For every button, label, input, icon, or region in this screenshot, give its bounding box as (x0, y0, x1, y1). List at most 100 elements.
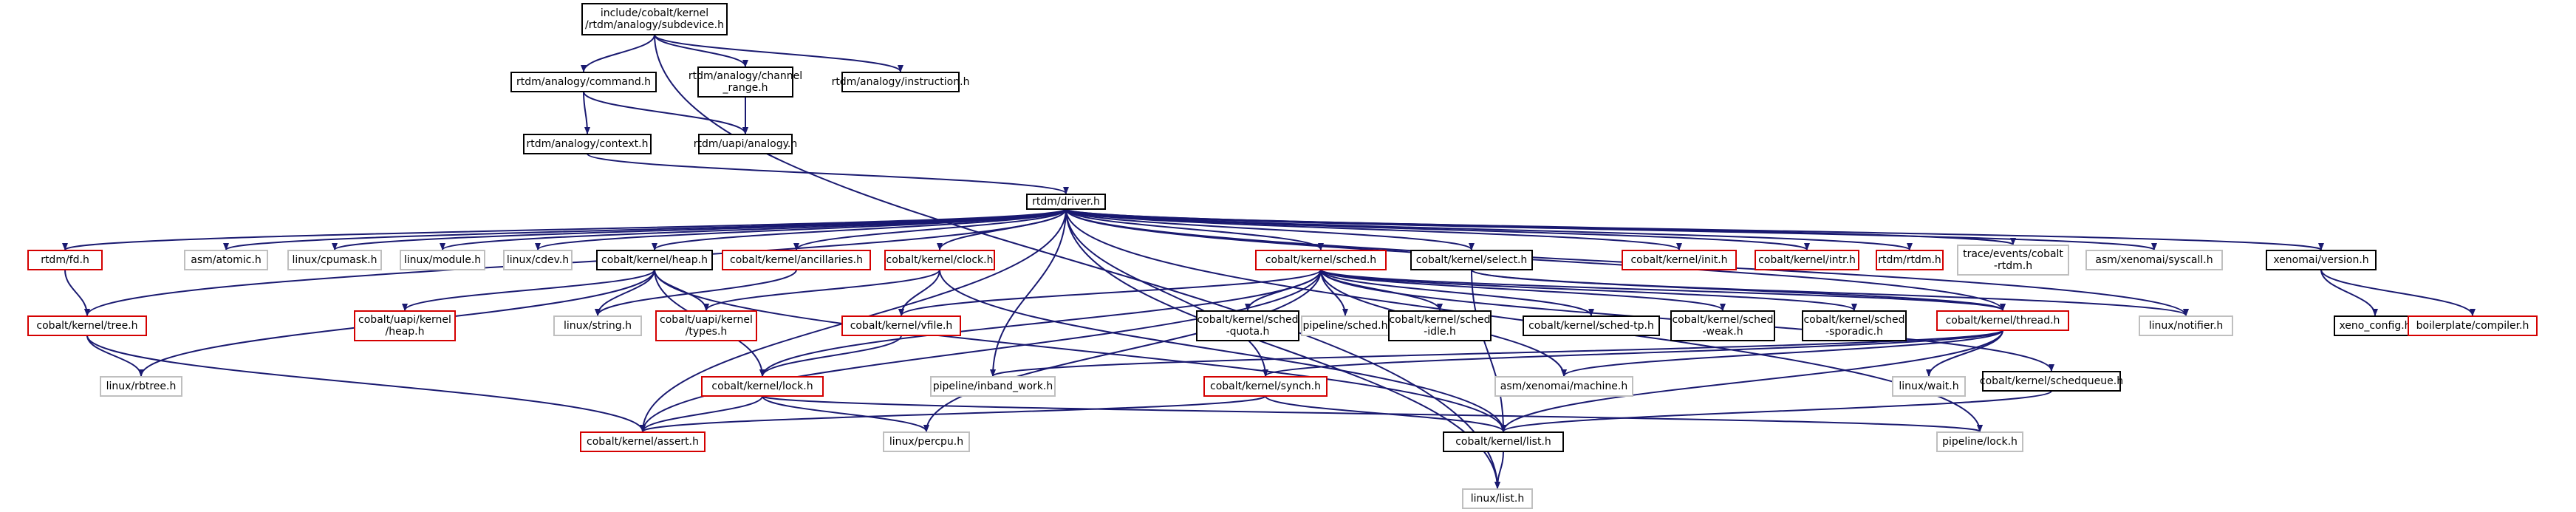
node-box (1255, 250, 1387, 270)
node-heap[interactable]: cobalt/kernel/heap.h (596, 250, 713, 270)
node-clock[interactable]: cobalt/kernel/clock.h (884, 250, 995, 270)
node-box (655, 310, 757, 341)
node-label: include/cobalt/kernel (601, 7, 708, 19)
node-tp[interactable]: cobalt/kernel/sched-tp.h (1523, 315, 1660, 336)
node-uapi_heap[interactable]: cobalt/uapi/kernel/heap.h (354, 310, 456, 341)
node-box (553, 315, 642, 336)
node-weak[interactable]: cobalt/kernel/sched-weak.h (1670, 310, 1775, 341)
node-box (698, 134, 793, 154)
node-cpumask[interactable]: linux/cpumask.h (287, 250, 382, 270)
node-box (27, 250, 103, 270)
node-label: cobalt/kernel/sched (1389, 314, 1490, 326)
node-label: /rtdm/analogy/subdevice.h (585, 19, 724, 31)
edge-command-to-uapi_analogy (583, 91, 748, 134)
node-cdev[interactable]: linux/cdev.h (503, 250, 573, 270)
node-machine[interactable]: asm/xenomai/machine.h (1494, 376, 1633, 397)
node-box (523, 134, 652, 154)
node-trace_rtdm[interactable]: trace/events/cobalt-rtdm.h (1957, 245, 2069, 276)
node-label: _range.h (722, 82, 768, 94)
node-label: cobalt/kernel/sched (1672, 314, 1773, 326)
node-context[interactable]: rtdm/analogy/context.h (523, 134, 652, 154)
node-schedqueue[interactable]: cobalt/kernel/schedqueue.h (1980, 371, 2123, 392)
edge-lock-to-percpu (762, 395, 929, 432)
node-linux_list[interactable]: linux/list.h (1462, 488, 1533, 509)
node-string[interactable]: linux/string.h (553, 315, 642, 336)
node-syscall[interactable]: asm/xenomai/syscall.h (2085, 250, 2223, 270)
node-box (841, 315, 961, 336)
node-quota[interactable]: cobalt/kernel/sched-quota.h (1196, 310, 1299, 341)
node-label: -weak.h (1702, 326, 1743, 338)
node-intr[interactable]: cobalt/kernel/intr.h (1755, 250, 1859, 270)
node-box (1388, 310, 1492, 341)
node-wait[interactable]: linux/wait.h (1892, 376, 1966, 397)
node-box (510, 72, 657, 92)
node-label: cobalt/kernel/sched.h (1265, 254, 1376, 266)
node-command[interactable]: rtdm/analogy/command.h (510, 72, 657, 92)
header-nodes: include/cobalt/kernel/rtdm/analogy/subde… (27, 3, 2538, 509)
node-box (1026, 194, 1106, 210)
node-instruction[interactable]: rtdm/analogy/instruction.h (832, 72, 970, 92)
node-box (1494, 376, 1633, 397)
node-label: cobalt/kernel/clock.h (886, 254, 994, 266)
node-sporadic[interactable]: cobalt/kernel/sched-sporadic.h (1802, 310, 1907, 341)
node-label: rtdm/analogy/command.h (516, 76, 651, 88)
node-rbtree[interactable]: linux/rbtree.h (100, 376, 182, 397)
node-compiler[interactable]: boilerplate/compiler.h (2408, 315, 2538, 336)
node-notifier[interactable]: linux/notifier.h (2139, 315, 2233, 336)
node-box (1196, 310, 1299, 341)
node-select[interactable]: cobalt/kernel/select.h (1410, 250, 1533, 270)
edge-ancillaries-to-string (595, 269, 797, 316)
node-box (1802, 310, 1907, 341)
node-box (1622, 250, 1737, 270)
node-atomic[interactable]: asm/atomic.h (184, 250, 268, 270)
node-lock[interactable]: cobalt/kernel/lock.h (701, 376, 824, 397)
node-box (1876, 250, 1944, 270)
node-label: pipeline/lock.h (1942, 436, 2018, 448)
edge-root-to-channel_range (654, 34, 748, 67)
node-vfile[interactable]: cobalt/kernel/vfile.h (841, 315, 961, 336)
node-inband_work[interactable]: pipeline/inband_work.h (930, 376, 1056, 397)
node-uapi_analogy[interactable]: rtdm/uapi/analogy.h (694, 134, 797, 154)
node-init[interactable]: cobalt/kernel/init.h (1622, 250, 1737, 270)
node-thread[interactable]: cobalt/kernel/thread.h (1936, 310, 2069, 331)
node-pipeline_lock[interactable]: pipeline/lock.h (1936, 431, 2023, 452)
node-percpu[interactable]: linux/percpu.h (883, 431, 970, 452)
node-channel_range[interactable]: rtdm/analogy/channel_range.h (689, 66, 802, 98)
node-box (287, 250, 382, 270)
node-fd[interactable]: rtdm/fd.h (27, 250, 103, 270)
node-list_cobalt[interactable]: cobalt/kernel/list.h (1443, 431, 1564, 452)
node-pipeline_sched[interactable]: pipeline/sched.h (1301, 315, 1390, 336)
node-uapi_types[interactable]: cobalt/uapi/kernel/types.h (655, 310, 757, 341)
edge-sched-to-assert (640, 269, 1322, 432)
node-assert[interactable]: cobalt/kernel/assert.h (580, 431, 706, 452)
node-ancillaries[interactable]: cobalt/kernel/ancillaries.h (722, 250, 871, 270)
node-label: cobalt/kernel/select.h (1416, 254, 1528, 266)
node-label: -sporadic.h (1825, 326, 1883, 338)
node-tree[interactable]: cobalt/kernel/tree.h (27, 315, 147, 336)
edge-driver-to-version (1065, 208, 2324, 250)
edge-thread-to-list_cobalt (1500, 330, 2003, 432)
node-rtdm[interactable]: rtdm/rtdm.h (1876, 250, 1944, 270)
node-box (1982, 371, 2121, 392)
node-label: rtdm/fd.h (41, 254, 89, 266)
node-label: cobalt/kernel/heap.h (601, 254, 708, 266)
node-version[interactable]: xenomai/version.h (2266, 250, 2377, 270)
node-sched[interactable]: cobalt/kernel/sched.h (1255, 250, 1387, 270)
node-label: linux/percpu.h (889, 436, 963, 448)
node-label: cobalt/kernel/sched (1803, 314, 1904, 326)
node-label: -idle.h (1424, 326, 1456, 338)
edge-root-to-linux_list (654, 34, 1500, 489)
node-module[interactable]: linux/module.h (400, 250, 485, 270)
node-xeno_config[interactable]: xeno_config.h (2334, 315, 2416, 336)
edge-driver-to-tree (84, 208, 1067, 316)
edge-schedqueue-to-list_cobalt (1500, 390, 2052, 432)
node-synch[interactable]: cobalt/kernel/synch.h (1203, 376, 1328, 397)
node-driver[interactable]: rtdm/driver.h (1026, 194, 1106, 210)
node-root[interactable]: include/cobalt/kernel/rtdm/analogy/subde… (581, 3, 728, 35)
node-label: -rtdm.h (1994, 260, 2032, 272)
node-label: cobalt/kernel/init.h (1630, 254, 1727, 266)
node-label: /types.h (686, 326, 728, 338)
node-label: cobalt/kernel/sched (1197, 314, 1298, 326)
node-idle[interactable]: cobalt/kernel/sched-idle.h (1388, 310, 1492, 341)
node-label: linux/wait.h (1899, 380, 1958, 392)
